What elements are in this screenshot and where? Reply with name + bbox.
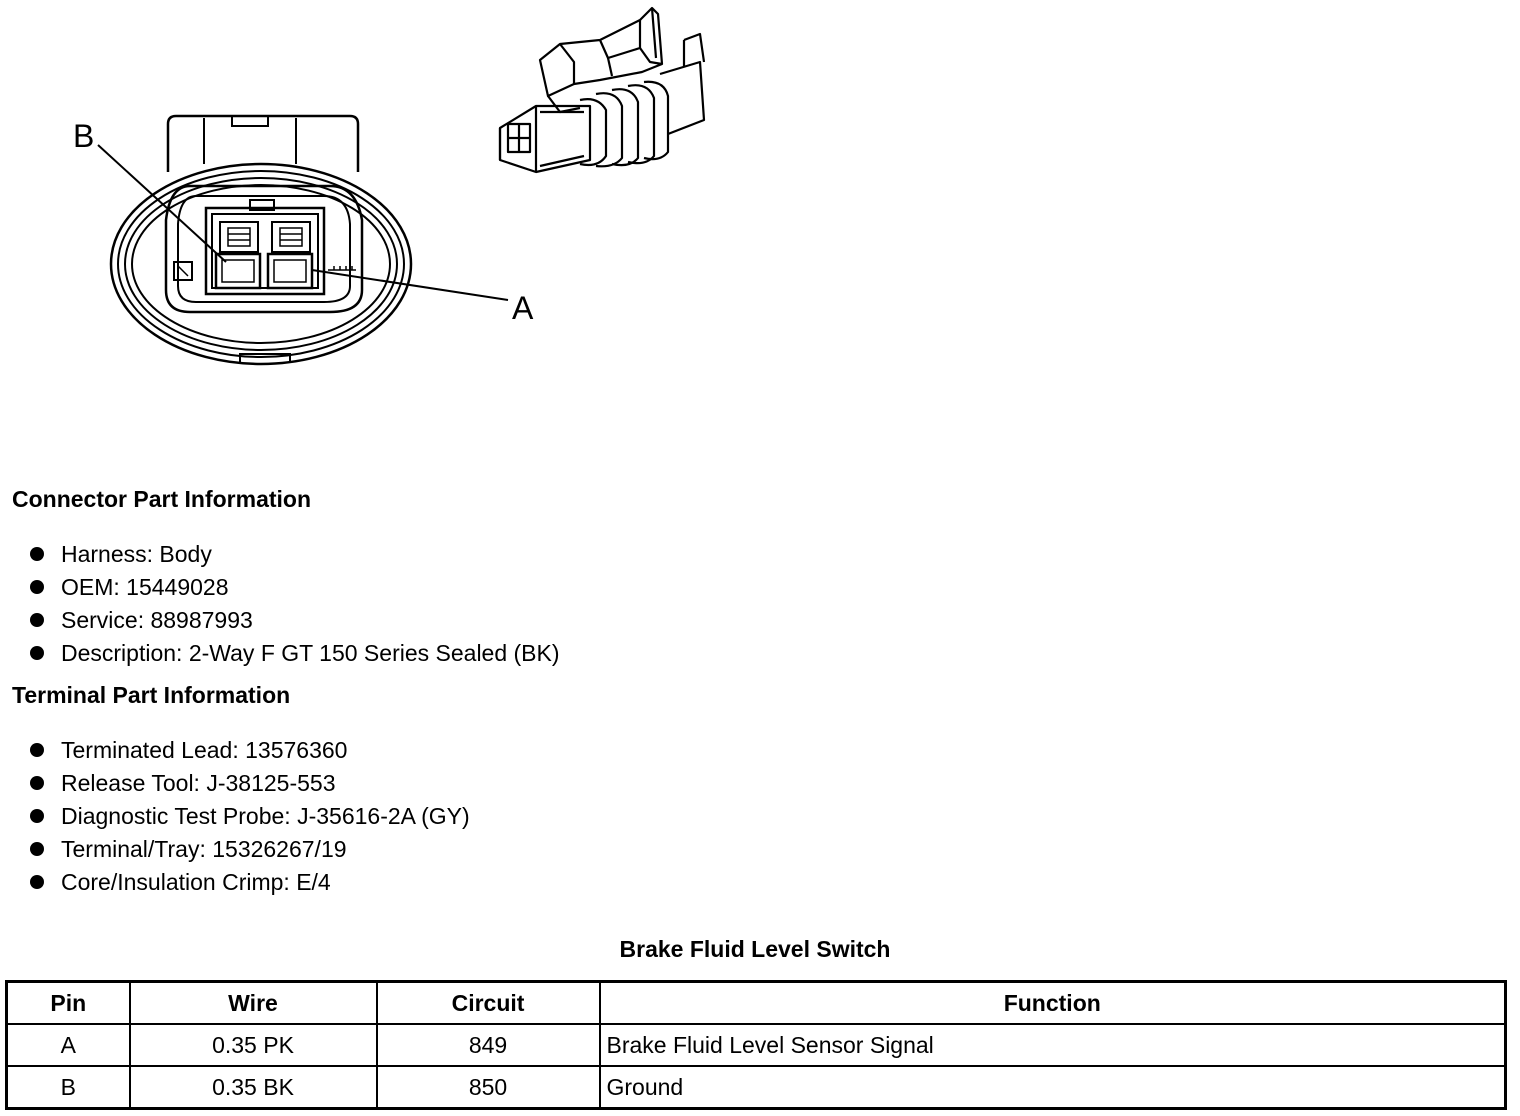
- cell-function: Ground: [598, 1065, 1507, 1110]
- list-item: Release Tool: J-38125-553: [30, 767, 470, 800]
- column-header-function: Function: [598, 980, 1507, 1025]
- pinout-table: Pin Wire Circuit Function A 0.35 PK 849 …: [5, 980, 1507, 1110]
- bullet-icon: [30, 776, 44, 790]
- pin-label-b: B: [73, 118, 95, 154]
- list-item: OEM: 15449028: [30, 571, 560, 604]
- pin-label-a: A: [512, 290, 534, 326]
- list-item: Terminated Lead: 13576360: [30, 734, 470, 767]
- bullet-icon: [30, 875, 44, 889]
- terminal-part-heading: Terminal Part Information: [12, 682, 291, 708]
- table-row: A 0.35 PK 849 Brake Fluid Level Sensor S…: [5, 1023, 1507, 1067]
- table-header-row: Pin Wire Circuit Function: [5, 980, 1507, 1025]
- bullet-icon: [30, 646, 44, 660]
- connector-part-heading: Connector Part Information: [12, 486, 312, 512]
- cell-circuit: 850: [375, 1065, 601, 1110]
- list-item: Description: 2-Way F GT 150 Series Seale…: [30, 637, 560, 670]
- table-row: B 0.35 BK 850 Ground: [5, 1065, 1507, 1110]
- bullet-icon: [30, 580, 44, 594]
- cell-pin: B: [5, 1065, 131, 1110]
- table-caption: Brake Fluid Level Switch: [619, 936, 891, 962]
- bullet-icon: [30, 743, 44, 757]
- list-item: Core/Insulation Crimp: E/4: [30, 866, 470, 899]
- bullet-icon: [30, 809, 44, 823]
- column-header-pin: Pin: [5, 980, 131, 1025]
- list-item: Service: 88987993: [30, 604, 560, 637]
- cell-function: Brake Fluid Level Sensor Signal: [598, 1023, 1507, 1067]
- terminal-part-list: Terminated Lead: 13576360 Release Tool: …: [30, 734, 470, 899]
- connector-diagram: [97, 6, 706, 366]
- cell-wire: 0.35 BK: [128, 1065, 378, 1110]
- bullet-icon: [30, 613, 44, 627]
- cell-wire: 0.35 PK: [128, 1023, 378, 1067]
- cell-circuit: 849: [375, 1023, 601, 1067]
- connector-part-list: Harness: Body OEM: 15449028 Service: 889…: [30, 538, 560, 670]
- column-header-wire: Wire: [128, 980, 378, 1025]
- bullet-icon: [30, 842, 44, 856]
- list-item: Terminal/Tray: 15326267/19: [30, 833, 470, 866]
- bullet-icon: [30, 547, 44, 561]
- list-item: Harness: Body: [30, 538, 560, 571]
- cell-pin: A: [5, 1023, 131, 1067]
- list-item: Diagnostic Test Probe: J-35616-2A (GY): [30, 800, 470, 833]
- column-header-circuit: Circuit: [375, 980, 601, 1025]
